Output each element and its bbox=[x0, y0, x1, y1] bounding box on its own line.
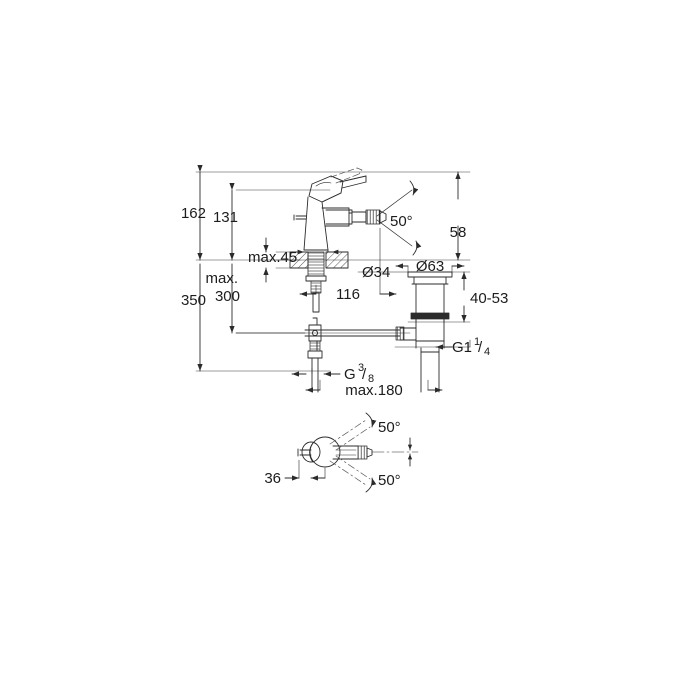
label-g3-8-numerator: 3 bbox=[358, 362, 364, 374]
dim-max45 bbox=[263, 237, 349, 283]
label-g3-8-slash: / bbox=[362, 366, 367, 383]
label-g1-1-4-numerator: 1 bbox=[474, 336, 480, 348]
dimension-labels: 162 131 350 max. 300 max.45 Ø34 116 58 Ø… bbox=[181, 205, 508, 489]
label-g3-8: G 3 / 8 bbox=[344, 362, 374, 385]
label-40-53: 40-53 bbox=[470, 290, 508, 307]
dim-g3-8 bbox=[291, 367, 341, 377]
label-swivel-upper-plan: 50° bbox=[378, 419, 401, 436]
dim-g1-1-4 bbox=[435, 339, 471, 350]
label-g1-1-4-slash: / bbox=[478, 339, 483, 356]
label-d34: Ø34 bbox=[362, 264, 390, 281]
label-swivel-lower-plan: 50° bbox=[378, 472, 401, 489]
label-58: 58 bbox=[450, 224, 467, 241]
supply-assembly bbox=[235, 317, 401, 393]
label-g3-8-denominator: 8 bbox=[368, 373, 374, 385]
label-300: 300 bbox=[215, 288, 240, 305]
label-max-prefix: max. bbox=[205, 270, 238, 287]
swivel-indicator-elevation bbox=[376, 180, 422, 256]
waste-assembly bbox=[395, 271, 453, 393]
faucet-shank bbox=[303, 249, 329, 313]
label-g1-1-4-letter: G1 bbox=[452, 339, 472, 356]
faucet-side-nub bbox=[293, 214, 307, 221]
label-g1-1-4-denominator: 4 bbox=[484, 346, 490, 358]
label-d63: Ø63 bbox=[416, 258, 444, 275]
faucet-body bbox=[303, 196, 353, 251]
faucet-spout bbox=[325, 209, 387, 225]
plan-view bbox=[284, 412, 419, 493]
label-max45: max.45 bbox=[248, 249, 297, 266]
label-350: 350 bbox=[181, 292, 206, 309]
label-162: 162 bbox=[181, 205, 206, 222]
dim-116 bbox=[299, 227, 397, 297]
label-swivel-upper-elev: 50° bbox=[390, 213, 413, 230]
label-g3-8-letter: G bbox=[344, 366, 356, 383]
faucet-lever-handle bbox=[308, 167, 367, 203]
label-116: 116 bbox=[336, 286, 360, 303]
label-131: 131 bbox=[213, 209, 238, 226]
label-36: 36 bbox=[264, 470, 281, 487]
dim-max180 bbox=[305, 379, 443, 393]
label-g1-1-4: G1 1 / 4 bbox=[452, 336, 490, 358]
dim-d63 bbox=[395, 263, 465, 275]
dim-d34 bbox=[327, 267, 409, 273]
label-max180: max.180 bbox=[345, 382, 403, 399]
